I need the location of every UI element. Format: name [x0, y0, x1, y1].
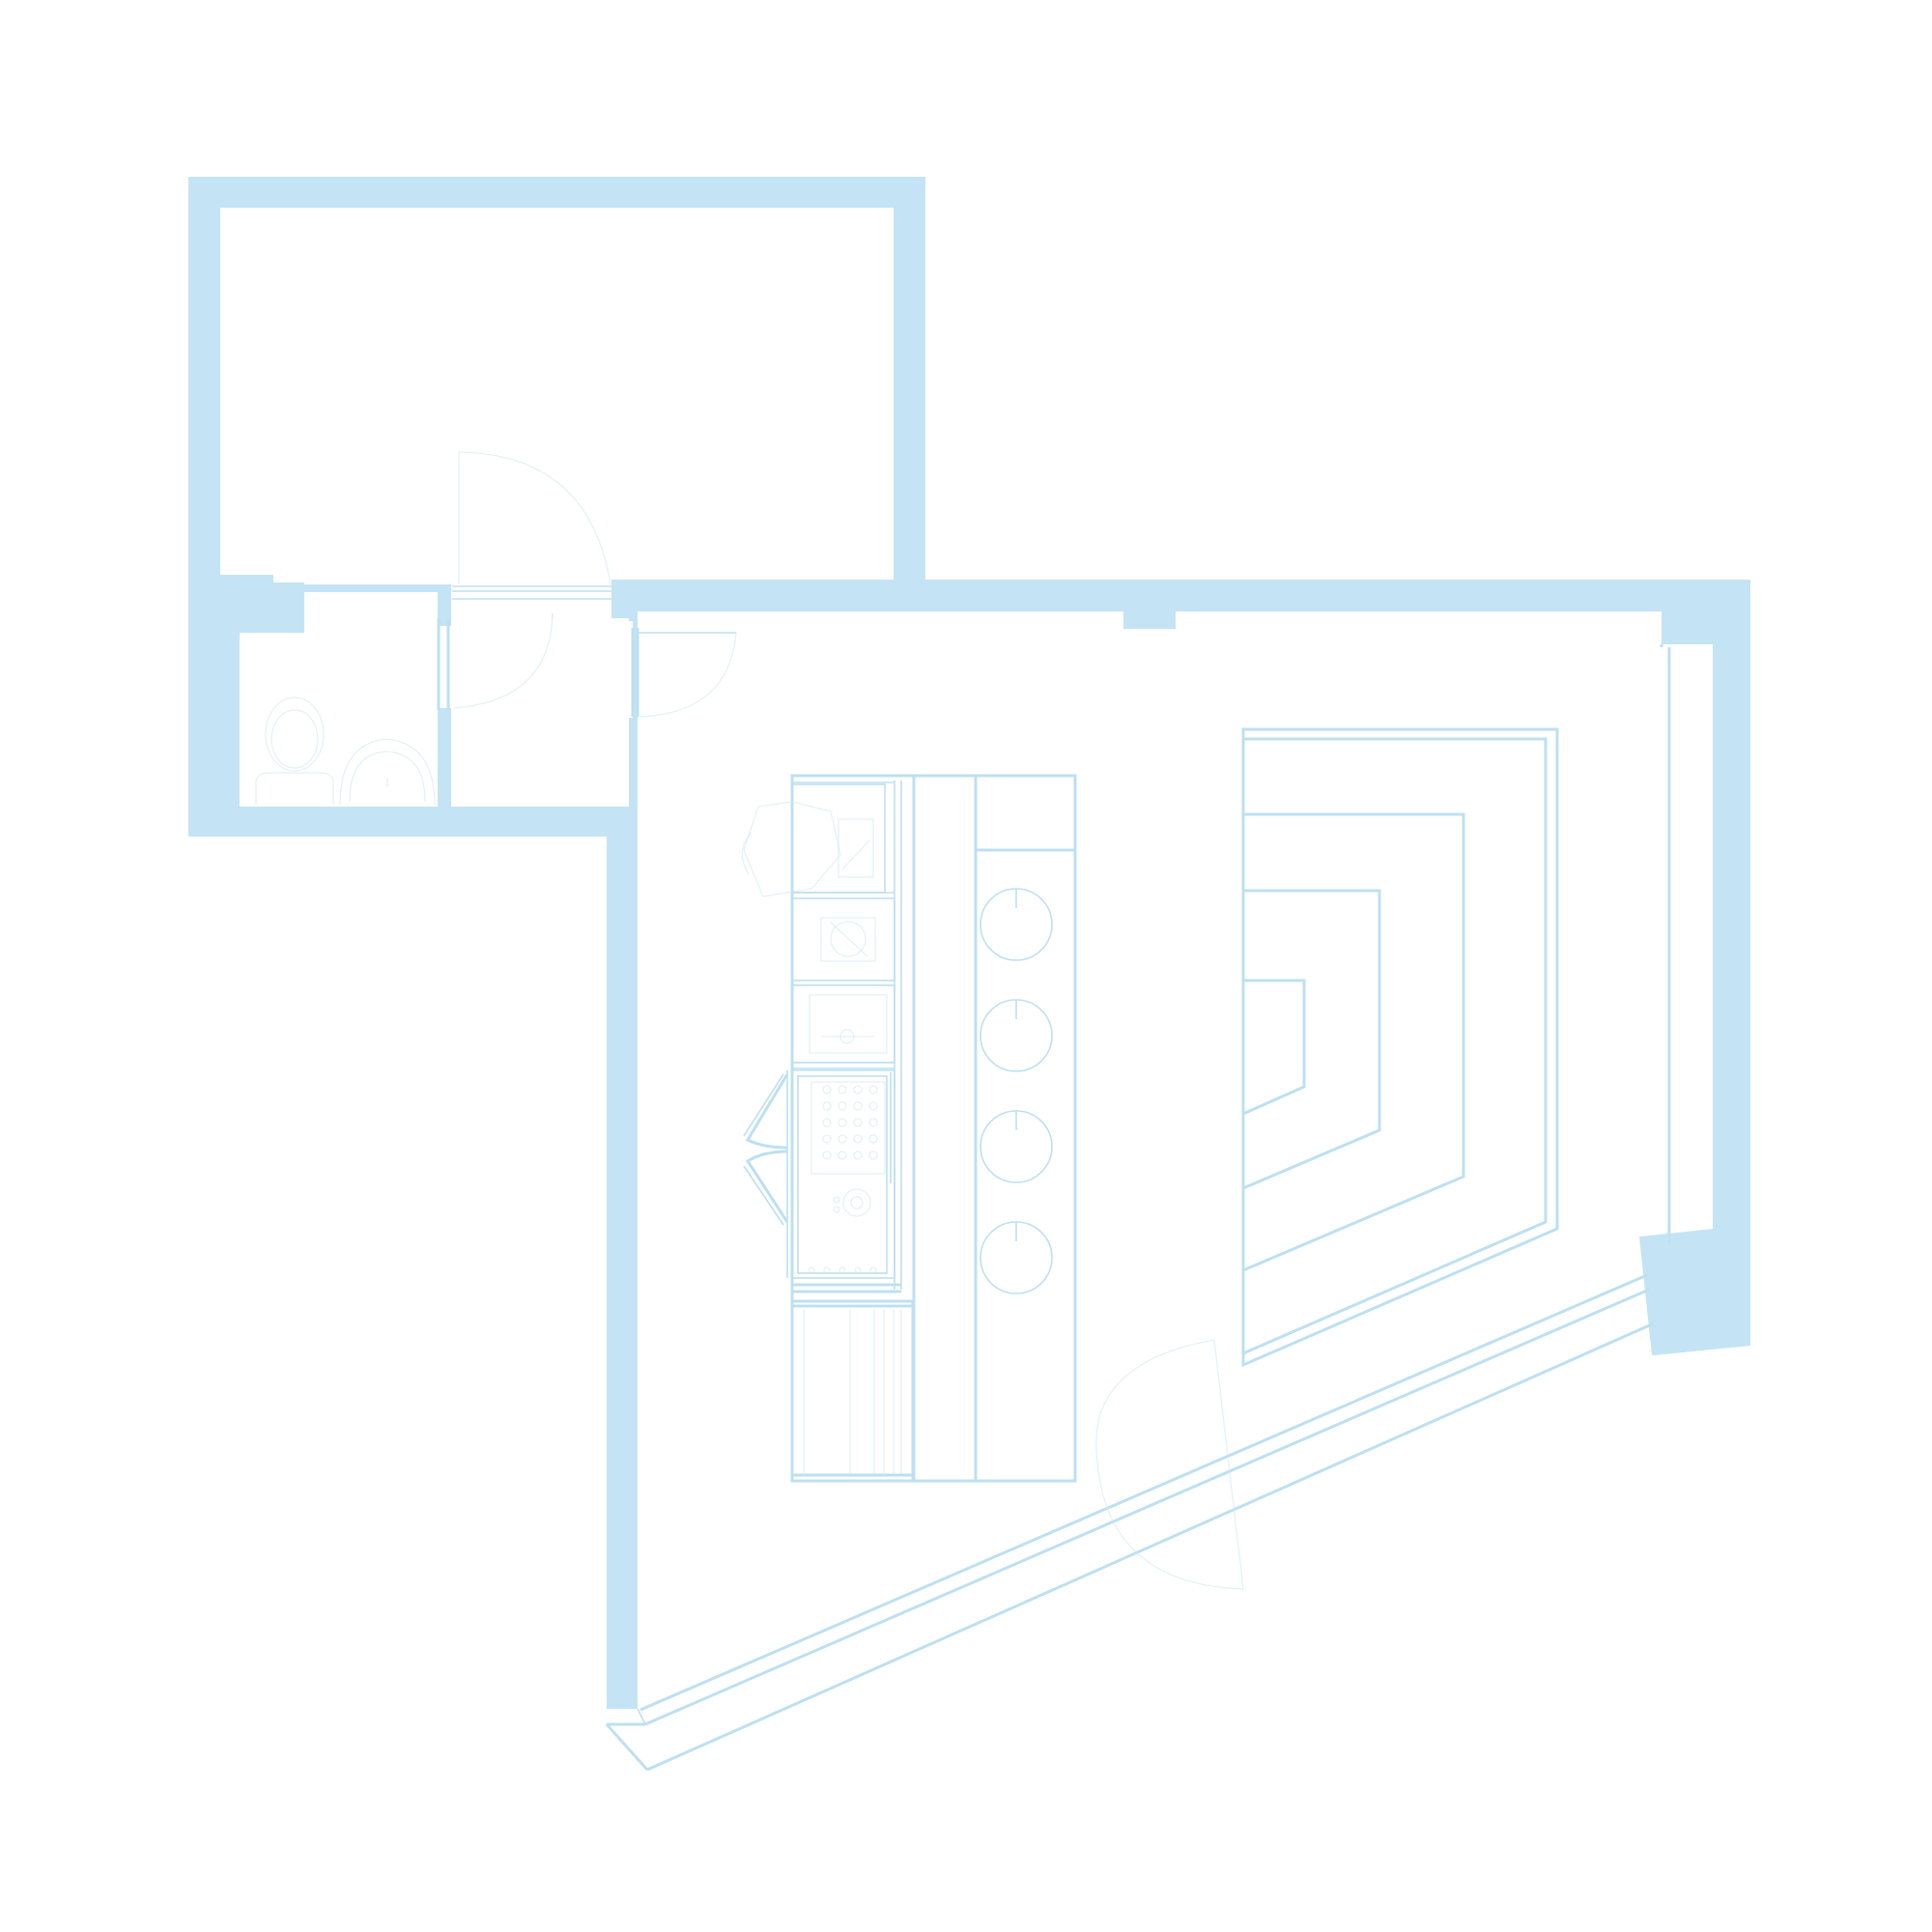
tier-outer: [1241, 727, 1559, 1368]
door-swing-icon: [1095, 1339, 1244, 1590]
stove-icon: [743, 1069, 901, 1293]
bathroom-upper-floor: [304, 592, 438, 636]
bathroom-door[interactable]: [437, 612, 554, 710]
storage-room-floor: [220, 208, 894, 575]
tier-2: [1242, 812, 1465, 1272]
stool-icon: [980, 1110, 1053, 1183]
pantry-shelves: [790, 1299, 915, 1483]
storage-room-door[interactable]: [452, 451, 611, 600]
wall-column-top: [1123, 609, 1176, 628]
walls: [188, 177, 1750, 1709]
kitchen-counter: [741, 774, 1077, 1483]
refrigerator: [741, 783, 895, 897]
hall-door[interactable]: [631, 628, 737, 718]
wall-jamb-bath: [438, 584, 451, 613]
door-swing-icon: [458, 451, 611, 585]
wall-corner-block: [1639, 1230, 1750, 1355]
oven-door-left: [743, 1070, 789, 1278]
washing-machine-icon: [791, 984, 895, 1069]
chair-icon: [743, 801, 841, 897]
stool-icon: [980, 999, 1053, 1072]
toilet-icon: [255, 696, 334, 805]
door-swing-icon: [639, 632, 737, 718]
tier-4: [1242, 979, 1306, 1116]
hall-upper-floor: [451, 584, 611, 623]
door-swing-icon: [453, 612, 554, 709]
tier-3: [1242, 889, 1381, 1190]
bar-stools: [980, 888, 1053, 1294]
stool-icon: [980, 888, 1053, 961]
wall-bathroom-corner: [220, 582, 304, 633]
wall-jamb-hall: [611, 580, 629, 618]
main-room-floor: [638, 611, 1713, 1709]
tier-outer-inner: [1242, 737, 1548, 1355]
stool-icon: [980, 1221, 1053, 1294]
dishwasher-icon: [791, 897, 895, 981]
rooms: [220, 208, 1713, 1709]
window-glazing: [605, 1273, 1655, 1772]
hall-floor: [451, 618, 629, 807]
tiered-seating: [1241, 727, 1559, 1368]
entry-door[interactable]: [1095, 1339, 1244, 1590]
sink-icon: [339, 738, 436, 806]
bathroom-floor: [240, 633, 438, 807]
right-window: [1660, 644, 1671, 1243]
bathroom-fixtures: [255, 612, 554, 806]
